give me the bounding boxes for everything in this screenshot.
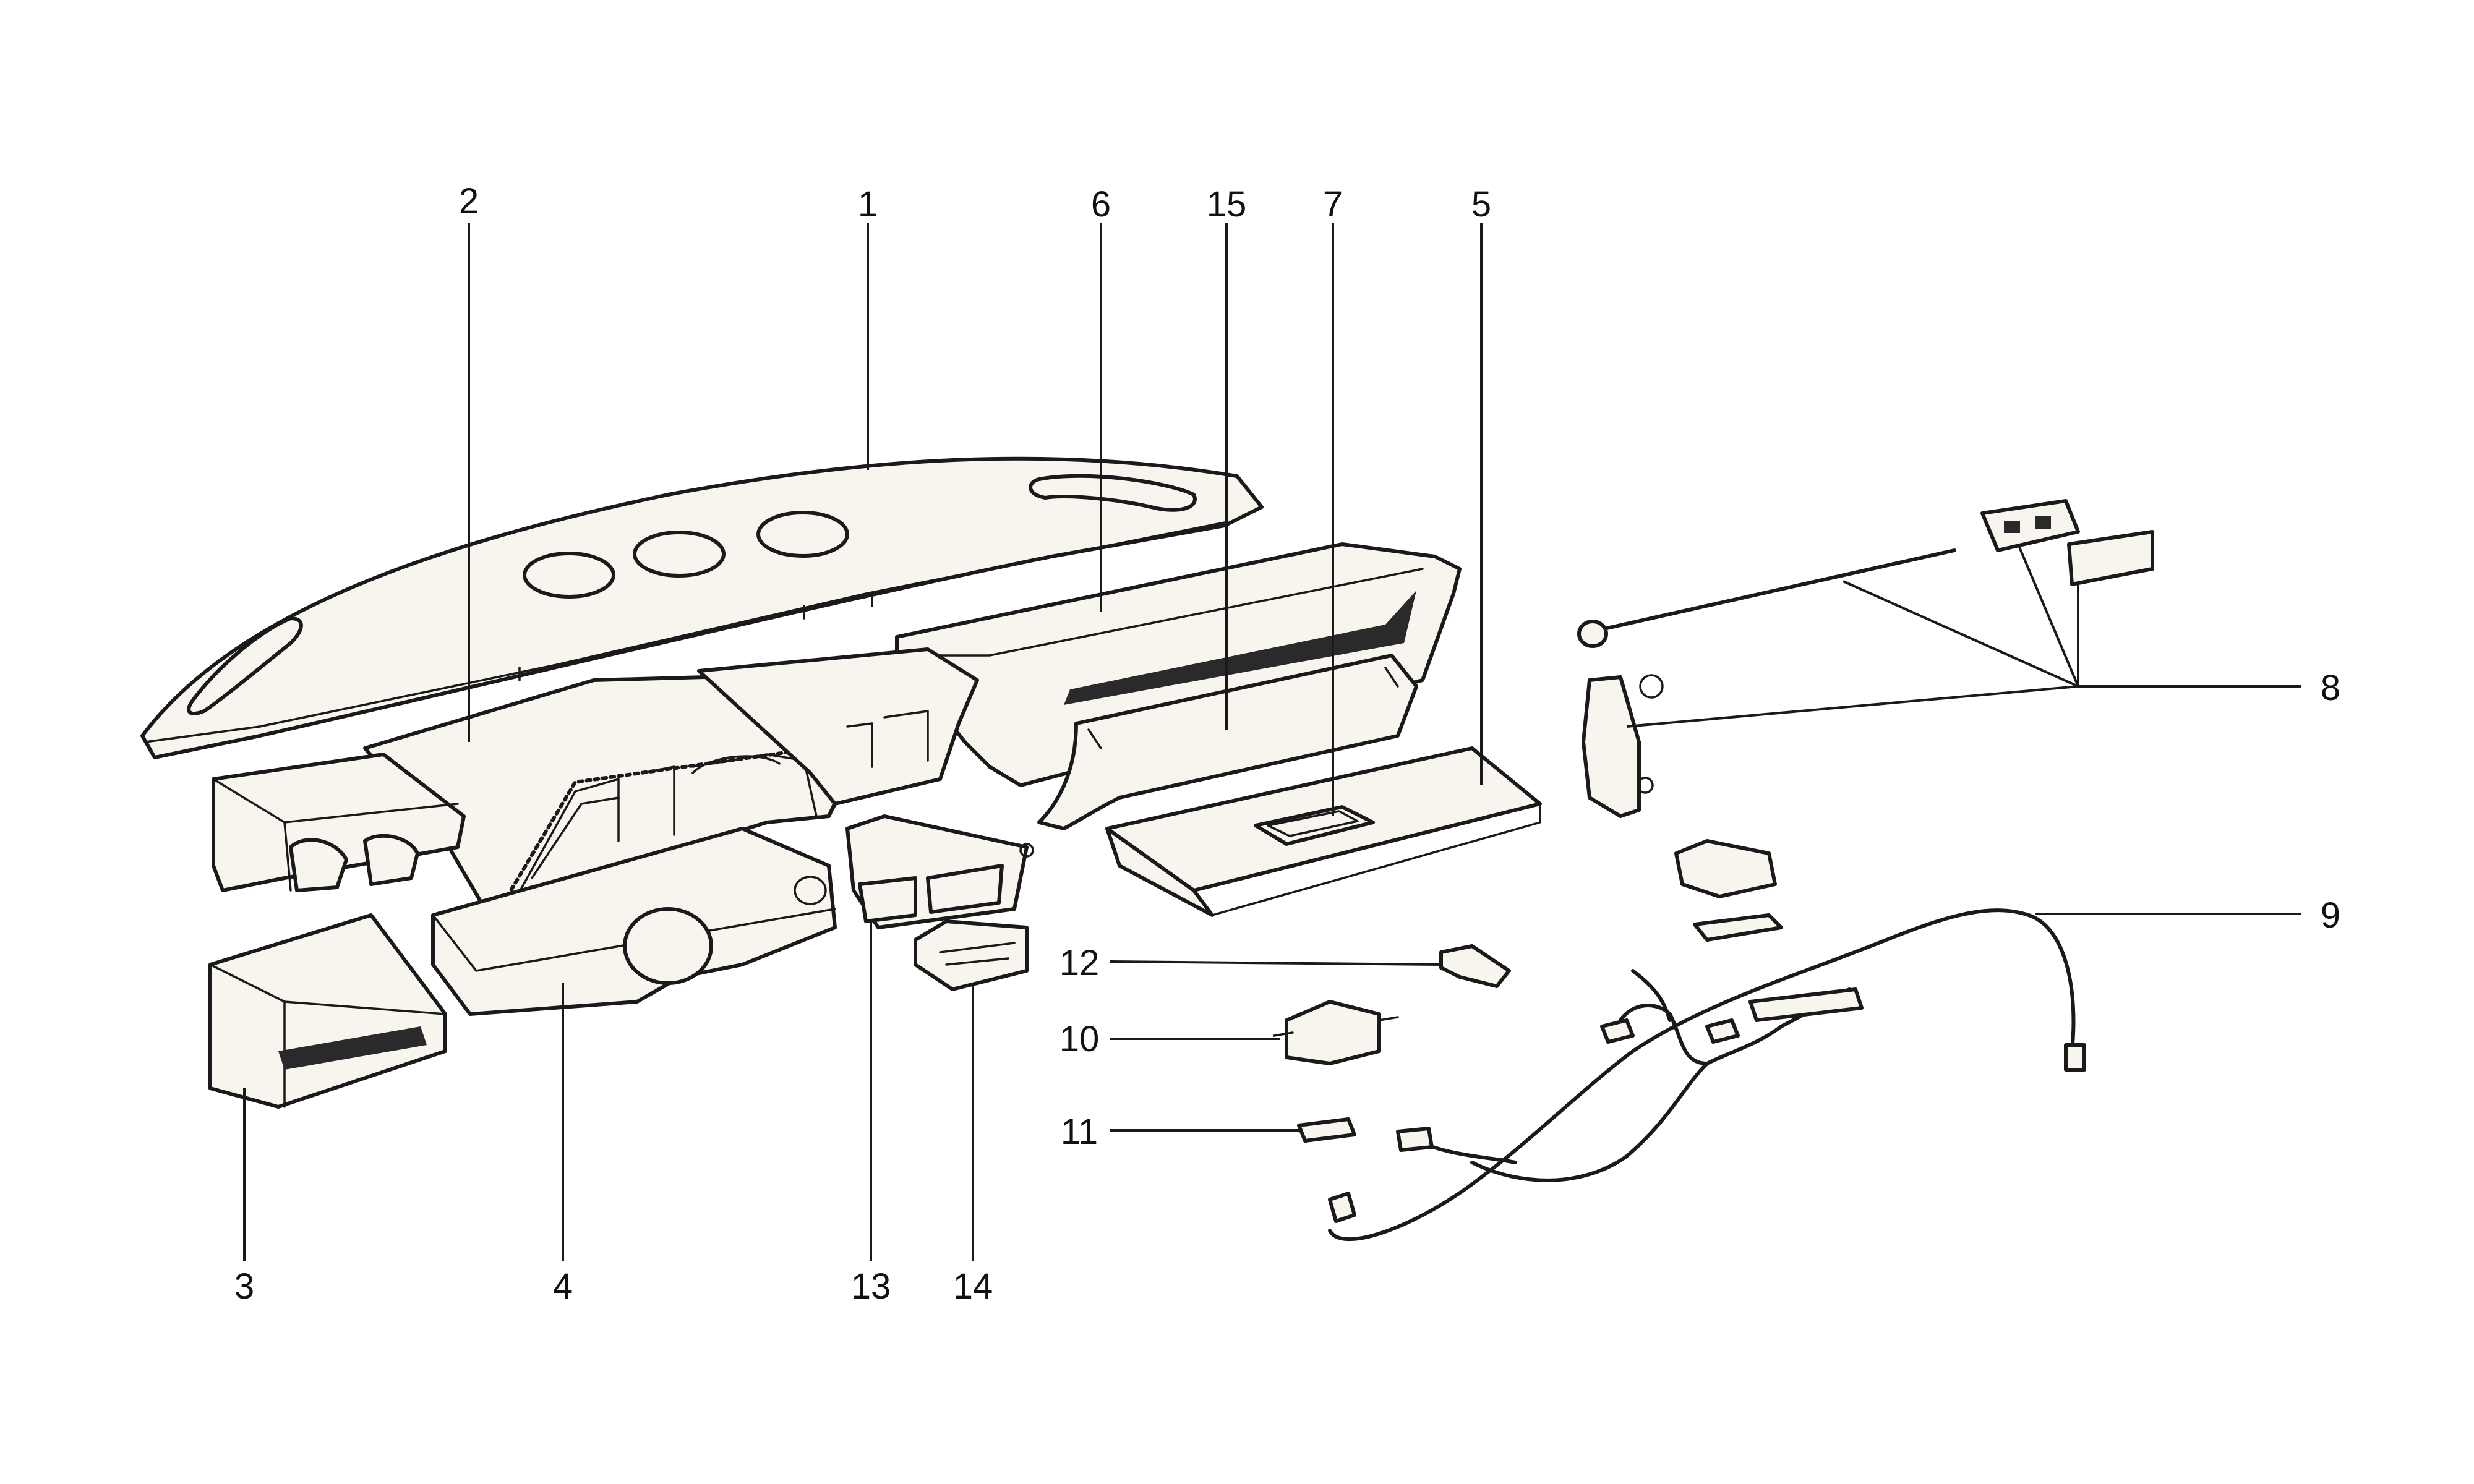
part-right-dash-section — [697, 542, 1462, 806]
part-switch-block — [914, 919, 1029, 991]
part-left-vent-housing — [208, 753, 466, 1109]
callout-13: 13 — [851, 1266, 891, 1307]
callout-7: 7 — [1323, 184, 1343, 224]
part-bulb — [1297, 1117, 1356, 1143]
part-instrument-binnacle — [363, 672, 868, 917]
part-connector-clip — [1439, 944, 1511, 988]
callout-12: 12 — [1059, 943, 1100, 983]
callout-2: 2 — [459, 181, 479, 221]
callout-10: 10 — [1059, 1019, 1100, 1059]
callout-6: 6 — [1091, 184, 1111, 224]
callout-labels: 1 2 3 4 5 6 7 8 9 10 11 12 13 14 15 — [234, 181, 2340, 1307]
callout-5: 5 — [1471, 184, 1491, 224]
callout-15: 15 — [1207, 184, 1247, 224]
callout-8: 8 — [2321, 668, 2340, 708]
leader-12 — [1110, 960, 1442, 966]
callout-1: 1 — [858, 184, 878, 224]
callout-4: 4 — [553, 1266, 573, 1307]
part-glovebox-tray — [1105, 746, 1542, 917]
part-wiring-harness — [1328, 839, 2086, 1241]
part-dashboard-top-panel — [140, 456, 1264, 759]
part-glovebox-lock-set — [1577, 499, 2154, 818]
part-centre-vent — [845, 814, 1034, 929]
callout-3: 3 — [234, 1266, 254, 1307]
leader-8 — [1626, 547, 2301, 728]
callout-9: 9 — [2321, 895, 2340, 936]
part-lower-console-panel — [431, 827, 837, 1016]
callout-11: 11 — [1061, 1112, 1098, 1152]
callout-14: 14 — [953, 1266, 993, 1307]
part-relay-switch — [1273, 1000, 1399, 1065]
leader-lines — [243, 223, 2301, 1261]
part-glovebox-lid — [1037, 654, 1418, 830]
